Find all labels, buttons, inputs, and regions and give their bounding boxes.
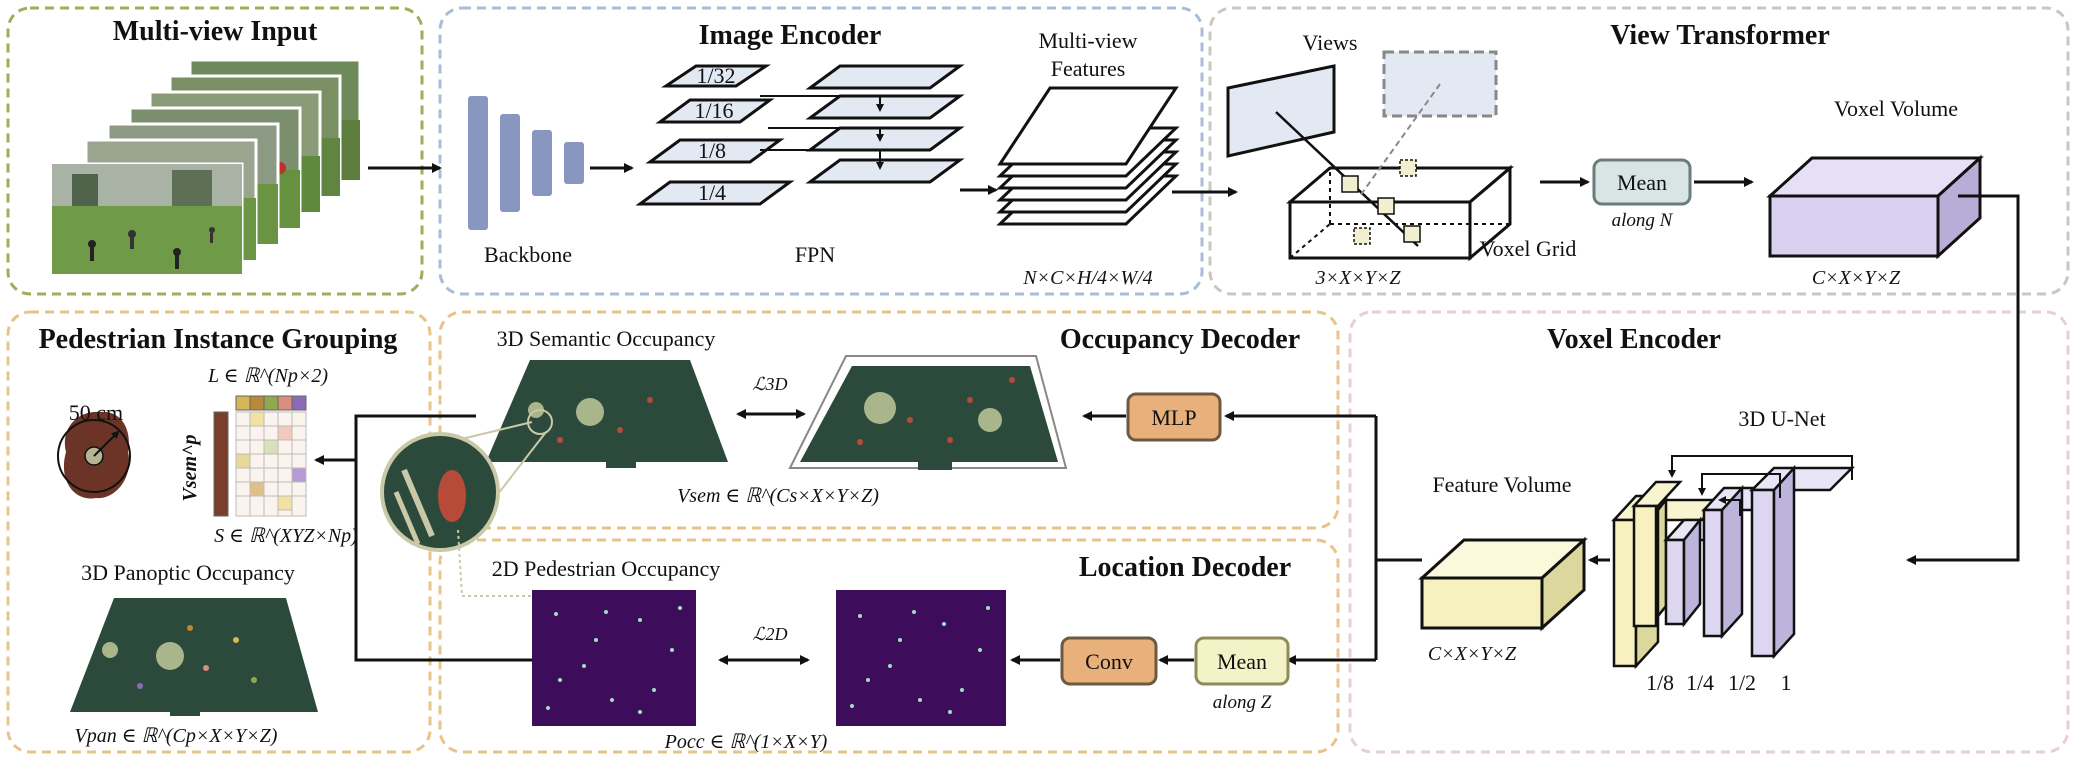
pedestrian-grouping-panel — [6, 310, 432, 754]
vsem-p-label: Vsem^p — [179, 435, 201, 502]
semantic-occupancy-pred — [486, 360, 728, 468]
fpn-level-8 — [645, 138, 785, 164]
heatmap-gt-points — [850, 606, 990, 714]
pedestrian-occupancy-title: 2D Pedestrian Occupancy — [492, 556, 720, 581]
feature-volume-label: Feature Volume — [1432, 472, 1571, 497]
conv-box — [1060, 636, 1158, 686]
location-decoder-panel — [438, 538, 1340, 754]
unet-scale-1-2: 1/2 — [1728, 670, 1756, 695]
unet-label: 3D U-Net — [1738, 406, 1825, 431]
multiview-image-stack — [50, 58, 362, 276]
fpn-level-4-label: 1/4 — [698, 180, 726, 205]
backbone — [468, 96, 584, 230]
radius-label: 50 cm — [69, 400, 123, 425]
occupancy-decoder-panel — [438, 310, 1340, 530]
mean-along-z-axis: along Z — [1213, 692, 1272, 713]
feature-to-decoders-line — [1374, 416, 1422, 562]
multiview-features-stack — [996, 86, 1180, 226]
semantic-occupancy-gt — [788, 355, 1068, 470]
voxel-grid-shape: 3×X×Y×Z — [1315, 267, 1402, 289]
mlp-label: MLP — [1151, 405, 1196, 430]
vsem-formula: Vsem ∈ ℝ^(Cs×X×Y×Z) — [677, 485, 879, 507]
fpn-level-32 — [661, 64, 771, 88]
voxel-encoder-panel — [1348, 310, 2070, 754]
voxel-volume-label: Voxel Volume — [1834, 96, 1958, 121]
voxel-cubes — [1341, 159, 1421, 245]
panoptic-occupancy-title: 3D Panoptic Occupancy — [81, 560, 295, 585]
heatmap-pred-points — [546, 606, 682, 714]
pedestrian-heatmap-pred — [532, 590, 696, 726]
fpn-level-32-label: 1/32 — [696, 63, 735, 88]
vpan-formula: Vpan ∈ ℝ^(Cp×X×Y×Z) — [75, 725, 278, 747]
multiview-input-panel — [6, 6, 424, 296]
S-matrix — [235, 411, 307, 517]
semantic-occupancy-title: 3D Semantic Occupancy — [497, 326, 716, 351]
voxel-grid — [1285, 164, 1515, 262]
occupancy-decoder-title: Occupancy Decoder — [1060, 324, 1300, 355]
loss-2d: ℒ2D — [753, 624, 788, 644]
fpn-lateral-arrows — [760, 95, 884, 170]
L-vector-row — [235, 395, 307, 411]
unet-skip-connections — [1668, 455, 1853, 516]
mean-along-n-label: Mean — [1617, 170, 1667, 195]
features-title-line1: Multi-view — [1039, 28, 1138, 53]
fpn-level-16 — [655, 98, 775, 124]
fpn-level-4 — [635, 180, 795, 206]
camera-view-plane — [1226, 64, 1336, 158]
unet-scale-1-4: 1/4 — [1686, 670, 1714, 695]
vsem-column — [213, 411, 229, 517]
multiview-input-title: Multi-view Input — [113, 16, 318, 47]
unet-scale-1: 1 — [1781, 670, 1792, 695]
unet-decoder-mid — [1631, 480, 1683, 628]
L-formula: L ∈ ℝ^(Np×2) — [207, 365, 328, 387]
unet-decoder-layers — [1611, 480, 1683, 670]
fpn-label: FPN — [795, 242, 835, 267]
unet-scale-1-8: 1/8 — [1646, 670, 1674, 695]
fpn-topdown — [805, 64, 965, 184]
pocc-formula: Pocc ∈ ℝ^(1×X×Y) — [664, 731, 828, 753]
mean-along-z-box — [1194, 636, 1290, 686]
feature-volume-cube — [1418, 536, 1588, 632]
image-encoder-panel — [438, 6, 1204, 296]
S-formula: S ∈ ℝ^(XYZ×Np) — [214, 525, 358, 547]
mean-along-n-axis: along N — [1612, 210, 1674, 231]
backbone-label: Backbone — [484, 242, 572, 267]
location-decoder-title: Location Decoder — [1079, 552, 1291, 583]
unet-layer-1-a — [1748, 464, 1856, 660]
view-transformer-panel — [1208, 6, 2070, 296]
fpn-pyramid — [635, 64, 795, 206]
voxel-grid-label: Voxel Grid — [1480, 236, 1577, 261]
mean-along-n-box — [1592, 158, 1692, 206]
decoders-to-grouping-line — [354, 414, 532, 662]
voxel-encoder-title: Voxel Encoder — [1547, 324, 1721, 355]
image-encoder-title: Image Encoder — [699, 20, 882, 51]
voxel-volume-cube — [1766, 154, 1984, 260]
pedestrian-radius-glyph — [57, 411, 131, 499]
panoptic-occupancy-scene — [70, 598, 318, 716]
fpn-level-16-label: 1/16 — [694, 98, 733, 123]
voxel-volume-shape: C×X×Y×Z — [1812, 267, 1901, 289]
conv-label: Conv — [1085, 649, 1133, 674]
front-view-image — [50, 162, 244, 276]
features-title-line2: Features — [1051, 56, 1126, 81]
features-shape: N×C×H/4×W/4 — [1022, 267, 1152, 289]
mean-along-z-label: Mean — [1217, 649, 1267, 674]
mlp-box — [1126, 392, 1222, 442]
feature-volume-shape: C×X×Y×Z — [1428, 643, 1517, 665]
view-transformer-title: View Transformer — [1610, 20, 1830, 51]
views-label: Views — [1303, 30, 1358, 55]
pedestrian-grouping-title: Pedestrian Instance Grouping — [39, 324, 398, 355]
pedestrian-heatmap-gt — [836, 590, 1006, 726]
loss-3d: ℒ3D — [753, 374, 788, 394]
camera-view-plane-dashed — [1382, 50, 1498, 118]
voxel-volume-to-unet-arrow — [1906, 194, 2020, 565]
fpn-level-8-label: 1/8 — [698, 138, 726, 163]
